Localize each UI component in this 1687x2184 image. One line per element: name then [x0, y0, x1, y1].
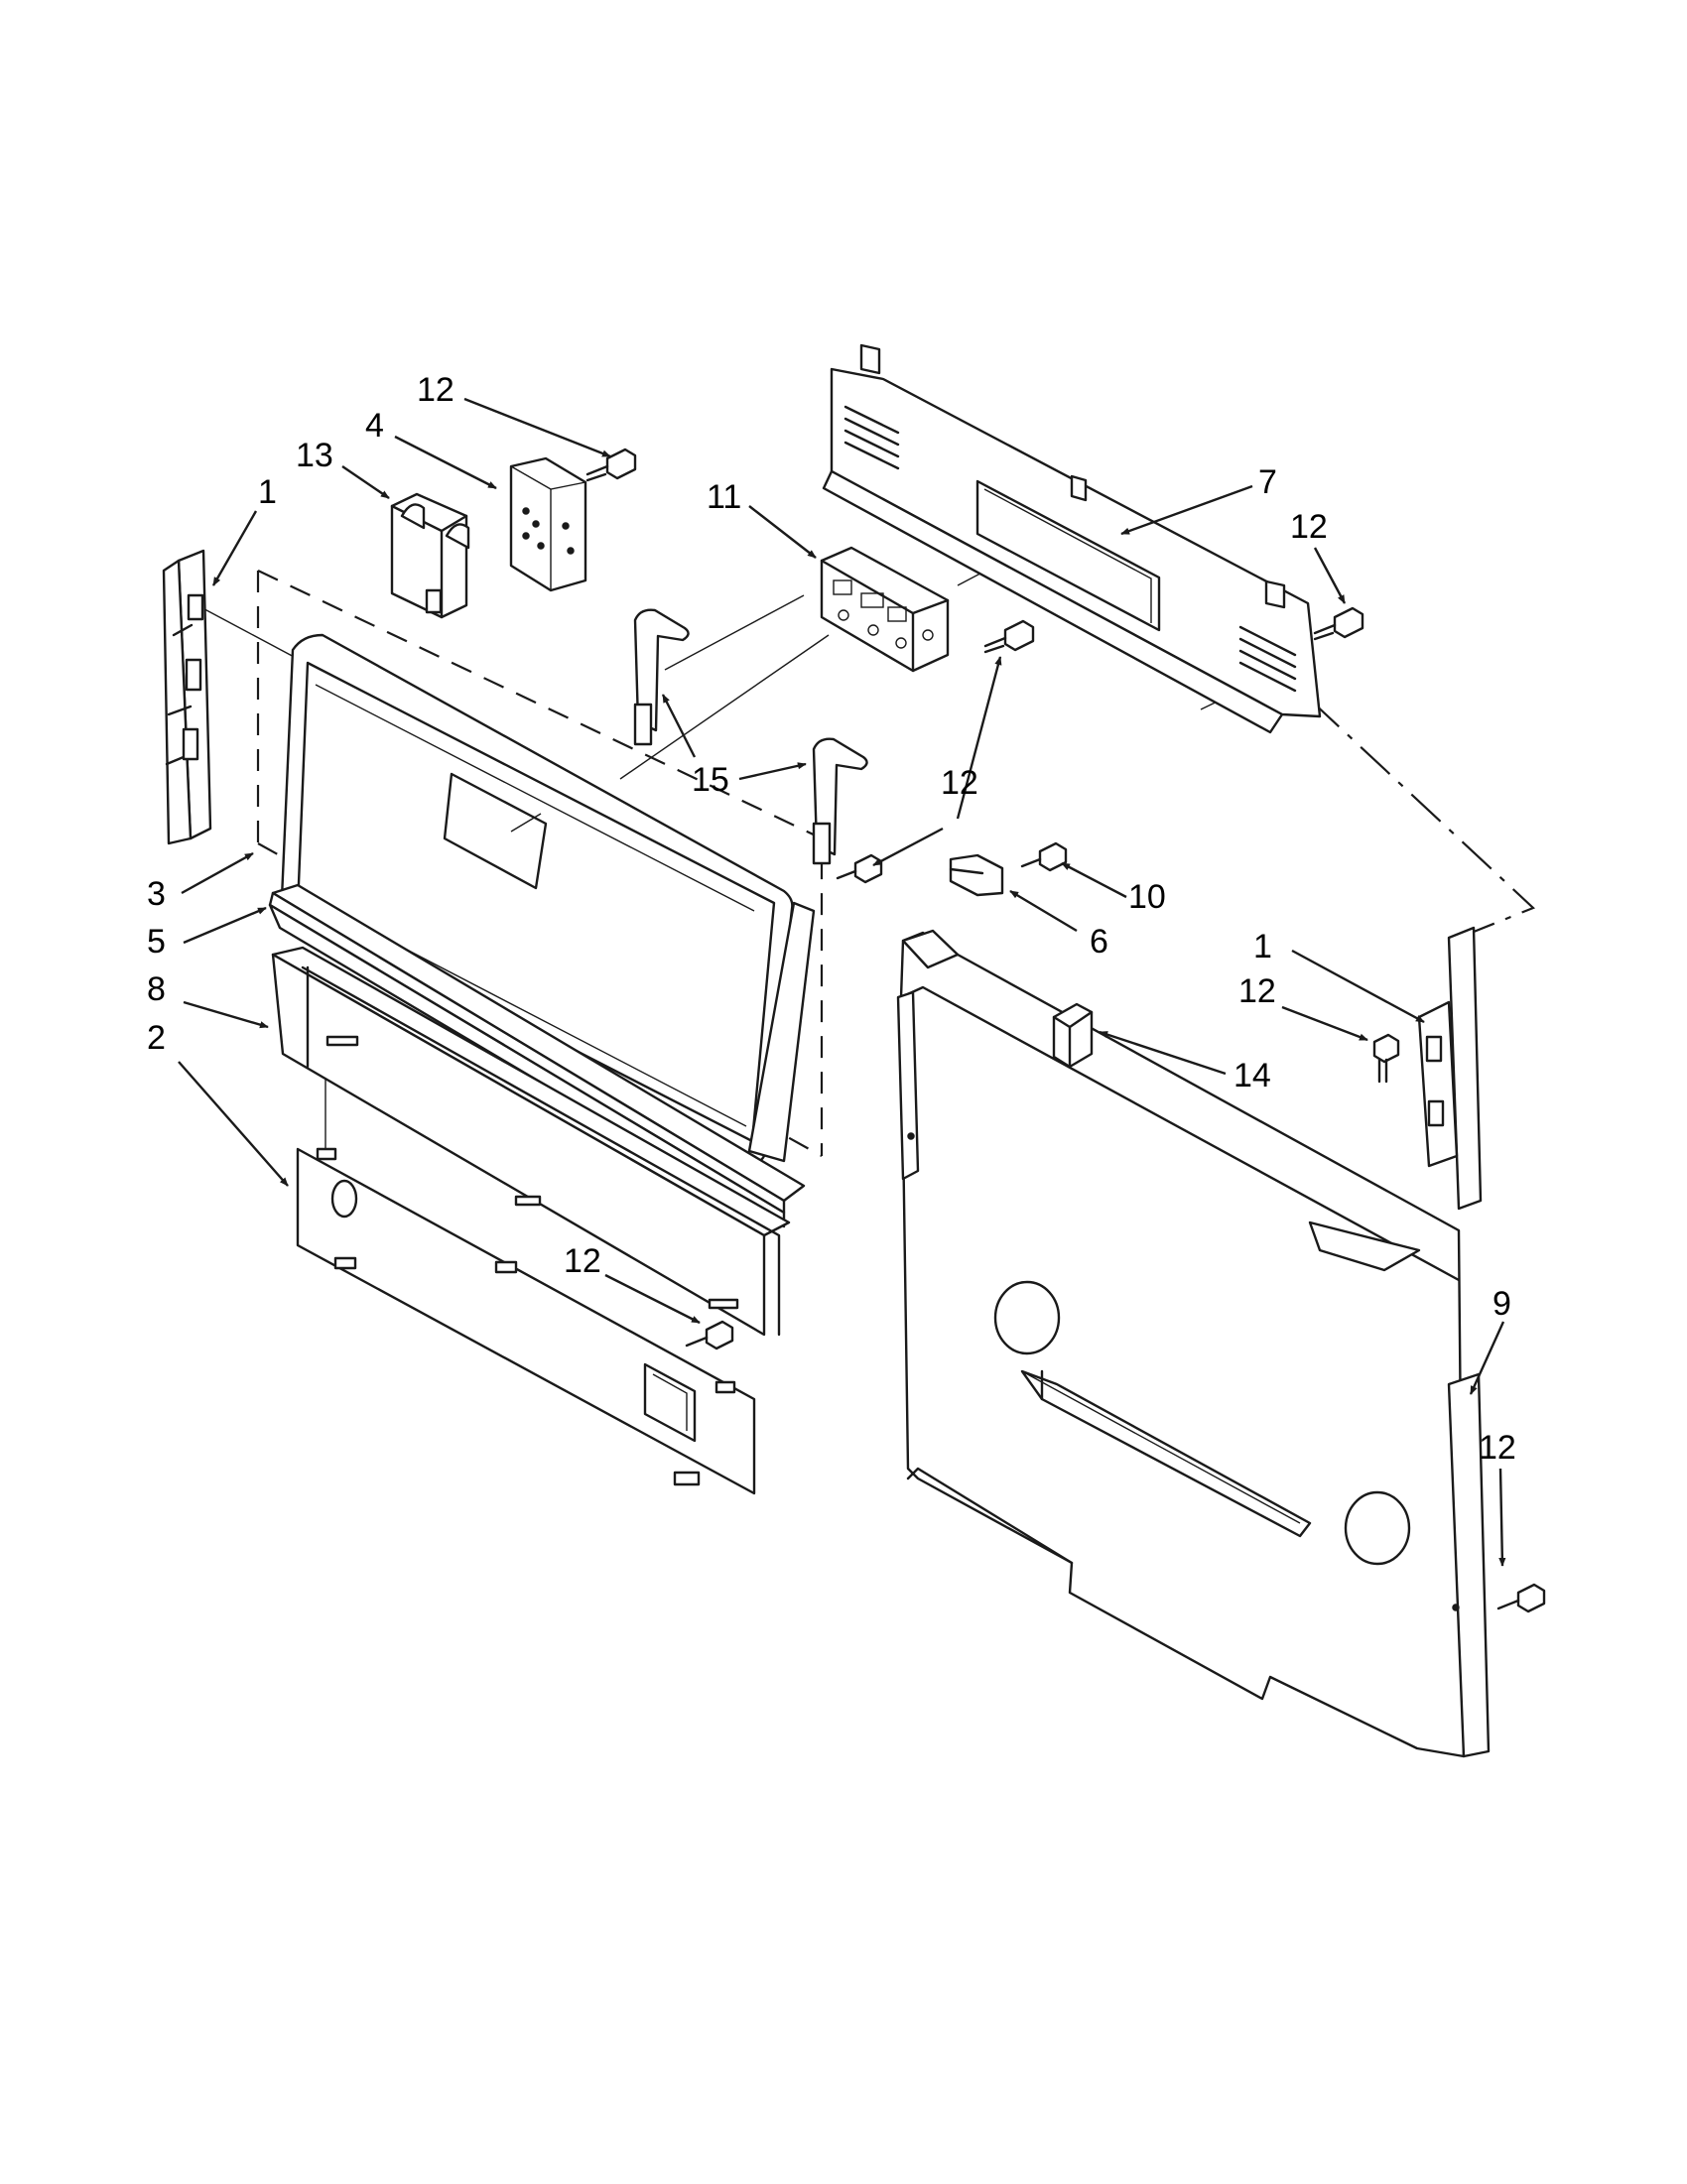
- part-board-bracket: [390, 492, 470, 619]
- screw-rear-panel: [1496, 1583, 1546, 1613]
- part-strap-lower: [812, 737, 868, 865]
- callout-c15: 6: [1090, 923, 1108, 961]
- callout-c10: 3: [147, 875, 166, 913]
- part-clip: [1052, 1002, 1094, 1069]
- part-control-board: [509, 456, 587, 592]
- vent-slots-left: [844, 405, 900, 470]
- callout-c12: 8: [147, 970, 166, 1008]
- callout-leaders: [178, 397, 1506, 1567]
- callout-c21: 12: [1479, 1429, 1516, 1467]
- part-lower-trim: [271, 946, 791, 1337]
- callout-c2: 4: [365, 407, 384, 445]
- callout-c4: 1: [258, 473, 277, 511]
- callout-c11: 5: [147, 923, 166, 961]
- part-access-panel: [296, 1147, 756, 1495]
- callout-c17: 12: [1238, 972, 1276, 1010]
- screw-side-trim: [1372, 1033, 1400, 1084]
- callout-c20: 9: [1492, 1285, 1511, 1323]
- callout-c19: 12: [564, 1242, 601, 1280]
- part-control-panel: [280, 633, 816, 1164]
- callout-labels: 12 4 13 1 11 7 12 15 12 3 5 8 2 10 6 1 1…: [147, 371, 1516, 1467]
- callout-c14: 10: [1128, 878, 1166, 916]
- callout-c5: 11: [707, 478, 741, 516]
- callout-c3: 13: [296, 437, 333, 474]
- screw-control: [983, 619, 1035, 654]
- part-vent-bracket: [822, 343, 1322, 734]
- screw-bracket: [1020, 841, 1068, 872]
- part-strap-upper: [633, 608, 690, 746]
- callout-c7: 12: [1290, 508, 1328, 546]
- part-side-trim-left: [162, 549, 212, 845]
- callout-c9: 12: [941, 764, 978, 802]
- screw-panel: [836, 853, 883, 884]
- vent-slots-right: [1238, 625, 1297, 693]
- part-bracket-clip: [949, 853, 1004, 897]
- screw-access-panel: [685, 1320, 734, 1350]
- callout-c6: 7: [1258, 463, 1277, 501]
- callout-c16: 1: [1253, 928, 1272, 965]
- part-electronic-control: [820, 546, 950, 673]
- screw-top-left: [585, 448, 637, 482]
- part-side-trim-right: [1417, 926, 1483, 1211]
- callout-c18: 14: [1233, 1057, 1271, 1094]
- callout-c13: 2: [147, 1019, 166, 1057]
- callout-c8: 15: [692, 761, 729, 799]
- callout-c1: 12: [417, 371, 454, 409]
- screw-top-right: [1313, 606, 1364, 641]
- part-rear-panel: [896, 929, 1491, 1758]
